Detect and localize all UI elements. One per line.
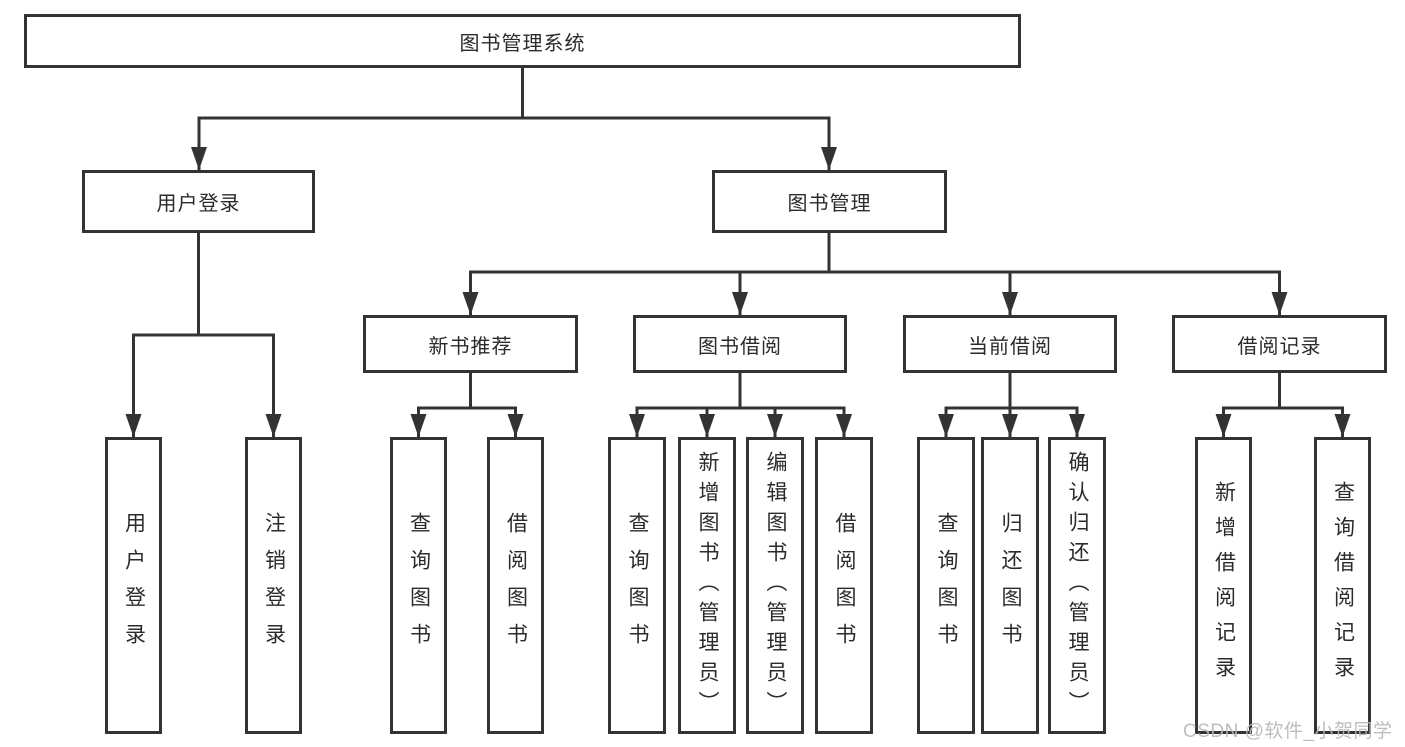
leaf-newbook-query-books: 查询图书 (390, 437, 447, 734)
node-label: 确认归还（管理员） (1066, 450, 1089, 721)
leaf-borrow-borrow-books: 借阅图书 (815, 437, 873, 734)
node-new-book-recommend: 新书推荐 (363, 315, 578, 373)
leaf-current-confirm-return-admin: 确认归还（管理员） (1048, 437, 1106, 734)
node-current-borrow: 当前借阅 (903, 315, 1117, 373)
leaf-user-login: 用户登录 (105, 437, 162, 734)
node-label: 图书借阅 (698, 335, 782, 358)
node-label: 图书管理系统 (459, 32, 586, 55)
leaf-newbook-borrow-books: 借阅图书 (487, 437, 544, 734)
node-label: 注销登录 (262, 511, 286, 660)
leaf-borrow-edit-books-admin: 编辑图书（管理员） (746, 437, 804, 734)
leaf-logout: 注销登录 (245, 437, 302, 734)
node-book-borrow: 图书借阅 (633, 315, 847, 373)
node-label: 用户登录 (122, 511, 146, 660)
node-label: 编辑图书（管理员） (764, 450, 787, 721)
node-label: 借阅图书 (504, 511, 528, 660)
node-user-login-branch: 用户登录 (82, 170, 315, 233)
leaf-current-query-books: 查询图书 (917, 437, 975, 734)
node-book-management-branch: 图书管理 (712, 170, 947, 233)
node-label: 借阅图书 (833, 511, 856, 660)
leaf-current-return-books: 归还图书 (981, 437, 1039, 734)
node-label: 图书管理 (787, 193, 872, 215)
leaf-borrow-query-books: 查询图书 (608, 437, 666, 734)
node-label: 新增借阅记录 (1212, 480, 1236, 691)
node-label: 查询图书 (626, 511, 649, 660)
csdn-watermark: CSDN @软件_小贺同学 (1183, 721, 1393, 742)
node-label: 新增图书（管理员） (696, 450, 719, 721)
node-label: 用户登录 (156, 193, 241, 215)
node-label: 借阅记录 (1237, 335, 1322, 358)
node-label: 查询图书 (407, 511, 431, 660)
node-root-library-system: 图书管理系统 (24, 14, 1021, 68)
node-label: 当前借阅 (968, 335, 1052, 358)
node-borrow-records: 借阅记录 (1172, 315, 1387, 373)
leaf-borrow-add-books-admin: 新增图书（管理员） (678, 437, 736, 734)
node-label: 归还图书 (999, 511, 1022, 660)
node-label: 新书推荐 (428, 335, 513, 358)
leaf-records-query-borrow-record: 查询借阅记录 (1314, 437, 1371, 734)
node-label: 查询借阅记录 (1331, 480, 1355, 691)
leaf-records-add-borrow-record: 新增借阅记录 (1195, 437, 1252, 734)
node-label: 查询图书 (935, 511, 958, 660)
